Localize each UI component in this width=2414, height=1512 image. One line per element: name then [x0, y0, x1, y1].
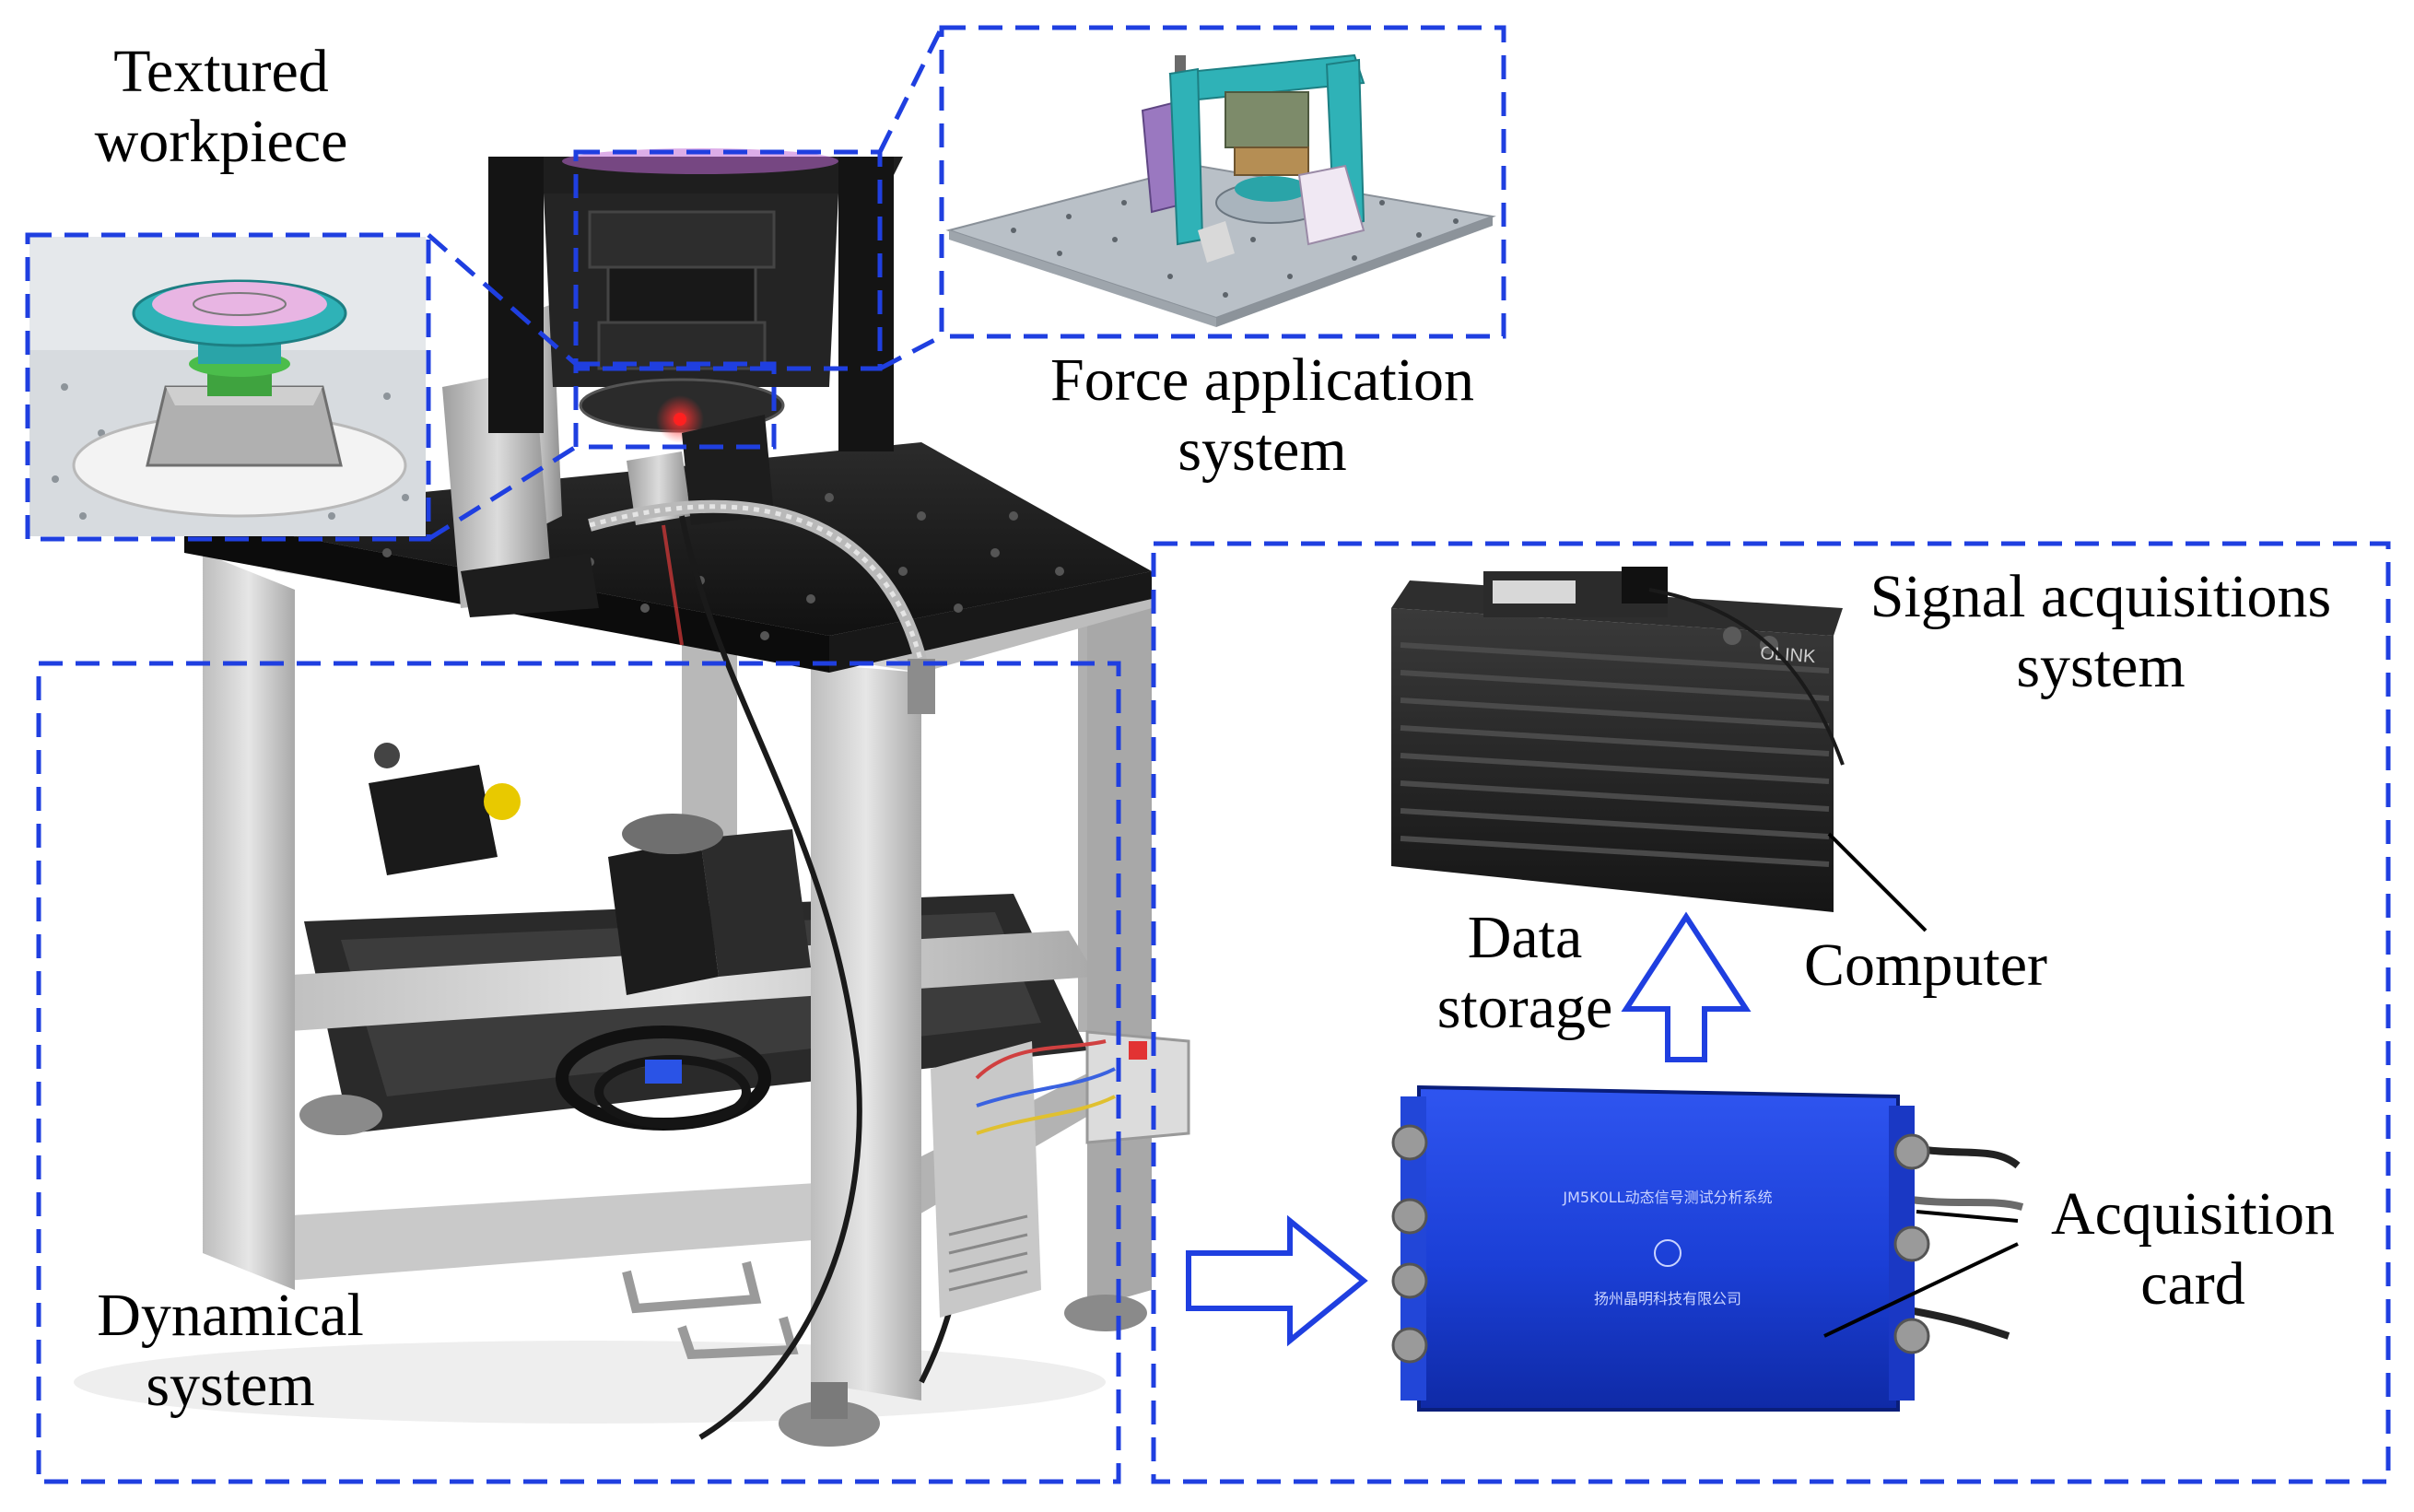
dynamical-system-label: Dynamical system — [55, 1281, 405, 1421]
signal-acquisitions-line-2: system — [2016, 633, 2185, 700]
data-storage-line-1: Data — [1467, 904, 1583, 971]
workpiece-highlight-box — [573, 361, 777, 450]
textured-workpiece-box — [25, 232, 431, 542]
acquisition-card-photo: JM5K0LL动态信号测试分析系统 扬州晶明科技有限公司 — [1391, 1084, 2024, 1412]
textured-workpiece-cad — [29, 237, 426, 536]
force-application-box — [939, 25, 1506, 339]
force-connector-top — [877, 26, 944, 154]
signal-acquisition-box — [1151, 541, 2391, 1484]
test-rig-photo — [74, 148, 1190, 1447]
signal-acquisitions-line-1: Signal acquisitions — [1869, 563, 2332, 630]
data-storage-line-2: storage — [1436, 974, 1613, 1041]
textured-workpiece-label: Textured workpiece — [64, 37, 378, 177]
data-storage-label: Data storage — [1400, 903, 1649, 1043]
force-application-label: Force application system — [986, 346, 1539, 486]
acquisition-card-line-2: card — [2140, 1250, 2245, 1318]
dynamical-system-line-1: Dynamical — [97, 1282, 364, 1349]
right-arrow — [1186, 1214, 1368, 1347]
force-application-cad — [944, 29, 1502, 334]
annotation-overlay — [25, 25, 2391, 1484]
acquisition-card-line-1: Acquisition — [2051, 1180, 2335, 1248]
dynamical-system-line-2: system — [146, 1352, 315, 1419]
up-arrow — [1621, 911, 1752, 1062]
workpiece-connector-bottom — [427, 444, 578, 542]
textured-workpiece-line-2: workpiece — [94, 108, 348, 175]
force-highlight-box — [573, 149, 883, 371]
force-application-line-1: Force application — [1049, 346, 1474, 414]
card-leader-line-2 — [1823, 1242, 2019, 1338]
computer-photo: OLINK — [1391, 567, 1845, 912]
workpiece-connector-top — [427, 233, 578, 366]
computer-label: Computer — [1804, 932, 2047, 999]
force-connector-bottom — [878, 334, 943, 371]
textured-workpiece-line-1: Textured — [113, 38, 329, 105]
card-leader-line-1 — [1916, 1210, 2019, 1223]
dynamical-system-box — [36, 661, 1121, 1484]
card-company: 扬州晶明科技有限公司 — [1594, 1290, 1741, 1307]
signal-acquisitions-label: Signal acquisitions system — [1815, 562, 2386, 702]
force-application-line-2: system — [1178, 416, 1347, 484]
computer-leader-line — [1827, 832, 1928, 932]
card-title: JM5K0LL动态信号测试分析系统 — [1562, 1189, 1772, 1206]
acquisition-card-label: Acquisition card — [2009, 1179, 2377, 1319]
